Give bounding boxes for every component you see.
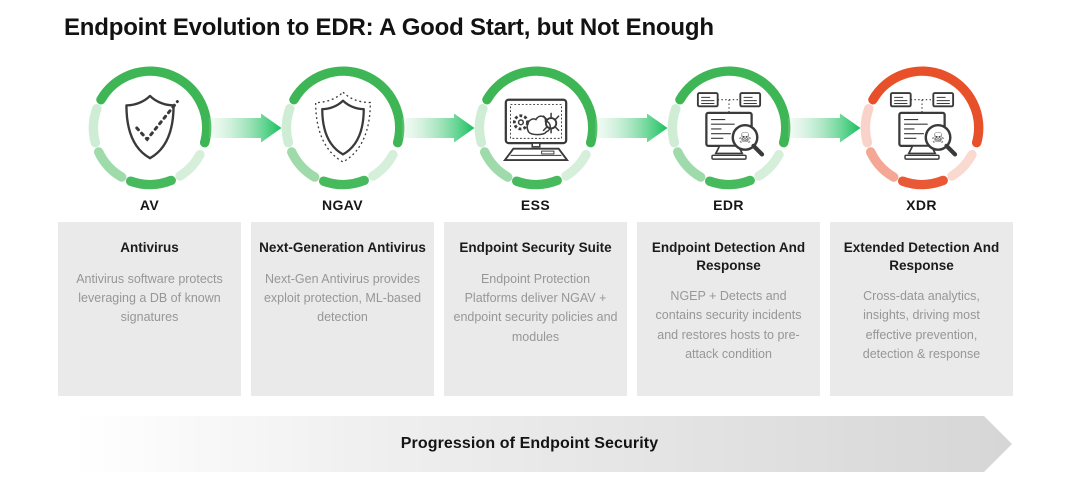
page-title: Endpoint Evolution to EDR: A Good Start,… bbox=[64, 14, 714, 41]
progress-arrow-icon bbox=[209, 113, 282, 143]
monitor-malware-icon bbox=[470, 62, 602, 194]
card-heading: Endpoint Detection And Response bbox=[651, 240, 806, 273]
stage-card: Endpoint Security Suite Endpoint Protect… bbox=[444, 222, 627, 396]
card-heading: Next-Generation Antivirus bbox=[259, 240, 426, 255]
shield-dotted-icon bbox=[277, 62, 409, 194]
progress-arrow-icon bbox=[595, 113, 668, 143]
stage-ngav: NGAV Next-Generation Antivirus Next-Gen … bbox=[251, 62, 434, 396]
monitor-threat-search-icon: ☠ bbox=[663, 62, 795, 194]
stage-card: Next-Generation Antivirus Next-Gen Antiv… bbox=[251, 222, 434, 396]
card-heading: Endpoint Security Suite bbox=[459, 240, 612, 255]
stage-card: Extended Detection And Response Cross-da… bbox=[830, 222, 1013, 396]
footer-banner-label: Progression of Endpoint Security bbox=[400, 435, 659, 452]
card-description: Cross-data analytics, insights, driving … bbox=[862, 289, 981, 362]
stages-row: AV Antivirus Antivirus software protects… bbox=[58, 62, 1013, 396]
stage-label: NGAV bbox=[321, 197, 363, 213]
progress-arrow-icon bbox=[788, 113, 861, 143]
svg-text:☠: ☠ bbox=[738, 129, 752, 147]
stage-ess: ESS Endpoint Security Suite Endpoint Pro… bbox=[444, 62, 627, 396]
monitor-threat-search-icon: ☠ bbox=[856, 62, 988, 194]
card-heading: Extended Detection And Response bbox=[843, 240, 1000, 273]
card-description: Next-Gen Antivirus provides exploit prot… bbox=[263, 271, 422, 325]
stage-label: XDR bbox=[906, 197, 937, 213]
stage-card: Antivirus Antivirus software protects le… bbox=[58, 222, 241, 396]
card-description: Endpoint Protection Platforms deliver NG… bbox=[453, 271, 618, 344]
stage-label: AV bbox=[139, 197, 160, 213]
stage-label: ESS bbox=[520, 197, 551, 213]
card-description: Antivirus software protects leveraging a… bbox=[76, 271, 223, 325]
stage-card: Endpoint Detection And Response NGEP + D… bbox=[637, 222, 820, 396]
stage-xdr: ☠ XDR Extended Detection And Response Cr… bbox=[830, 62, 1013, 396]
footer-banner-arrow: Progression of Endpoint Security bbox=[75, 416, 1012, 472]
stage-label: EDR bbox=[713, 197, 744, 213]
card-heading: Antivirus bbox=[120, 240, 179, 255]
shield-check-icon bbox=[84, 62, 216, 194]
stage-av: AV Antivirus Antivirus software protects… bbox=[58, 62, 241, 396]
progress-arrow-icon bbox=[402, 113, 475, 143]
stage-edr: ☠ EDR Endpoint Detection And Response NG… bbox=[637, 62, 820, 396]
card-description: NGEP + Detects and contains security inc… bbox=[655, 289, 802, 362]
svg-text:☠: ☠ bbox=[931, 129, 945, 147]
